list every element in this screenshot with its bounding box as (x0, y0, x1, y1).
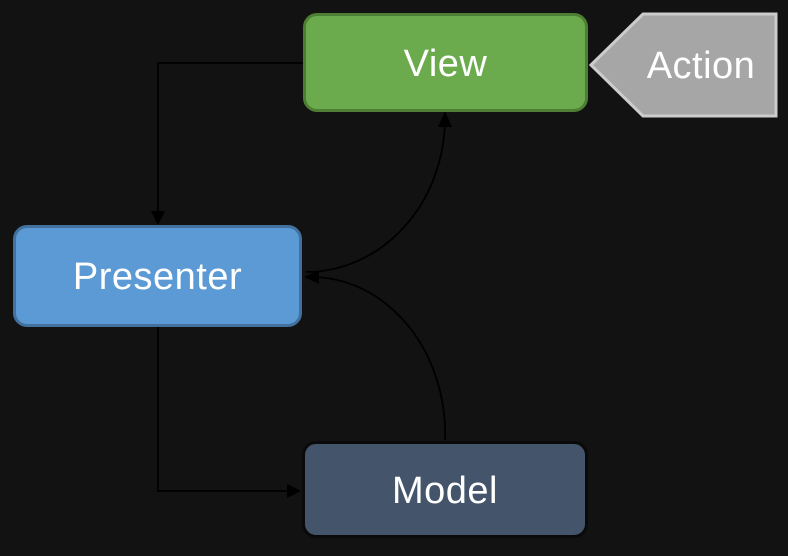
edge-presenter-to-view (305, 111, 452, 273)
node-action-label: Action (646, 44, 756, 87)
edge-view-to-presenter-line (157, 62, 303, 217)
edge-view-to-presenter-arrowhead-icon (151, 211, 165, 225)
node-model-label: Model (392, 469, 498, 512)
edge-presenter-to-model-line (157, 327, 293, 492)
node-view: View (303, 13, 588, 112)
node-model: Model (302, 441, 588, 538)
edge-presenter-to-view-arrowhead-icon (438, 111, 452, 127)
edge-presenter-to-model-arrowhead-icon (287, 484, 301, 498)
edge-presenter-to-view-line (305, 117, 446, 273)
node-presenter: Presenter (13, 225, 302, 327)
edge-model-to-presenter (304, 270, 446, 441)
edge-model-to-presenter-arrowhead-icon (304, 270, 319, 284)
edge-model-to-presenter-line (310, 276, 446, 441)
edge-presenter-to-model (157, 327, 301, 498)
edge-view-to-presenter (151, 62, 303, 225)
node-presenter-label: Presenter (72, 256, 243, 298)
node-view-label: View (403, 42, 488, 85)
